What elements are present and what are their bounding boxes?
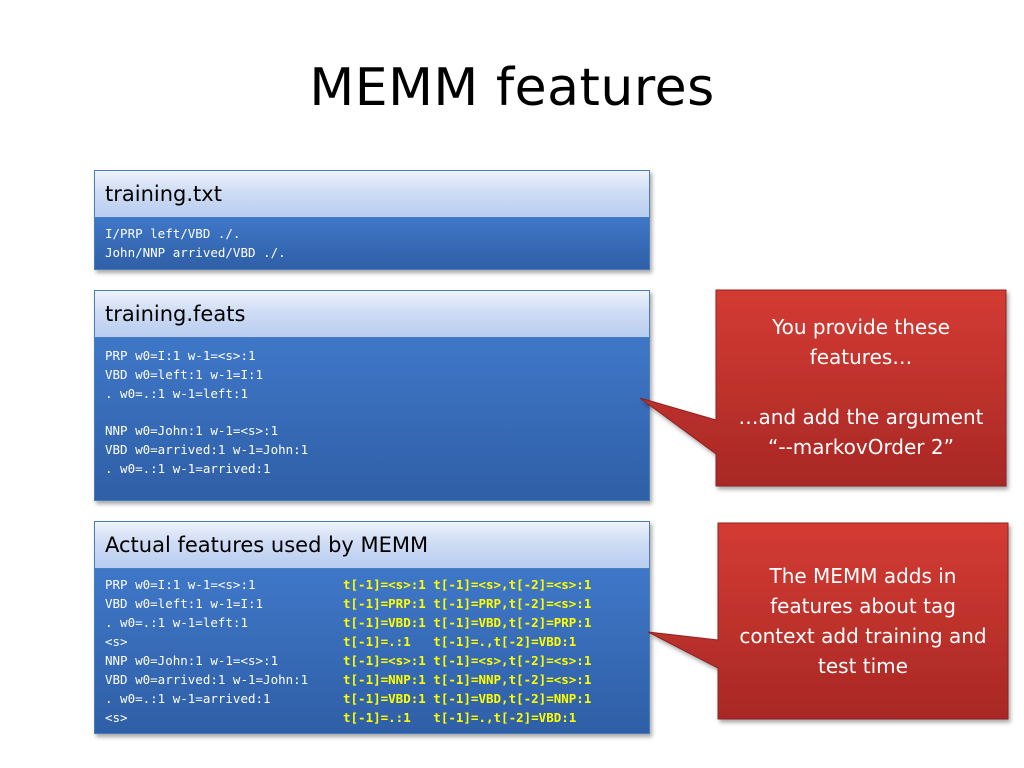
feature-row-base: . w0=.:1 w-1=arrived:1 [105,691,271,706]
feature-row: VBD w0=left:1 w-1=I:1 t[-1]=PRP:1 t[-1]=P… [105,594,639,613]
slide-title: MEMM features [309,58,715,118]
feature-row: <s> t[-1]=.:1 t[-1]=.,t[-2]=VBD:1 [105,632,639,651]
feature-row-base: VBD w0=arrived:1 w-1=John:1 [105,672,309,687]
callout-1-shape [639,289,1007,487]
callout-2-shape [647,522,1009,720]
callout-2-line: The MEMM adds in [769,564,957,588]
feature-row-tag-context: t[-1]=NNP:1 t[-1]=NNP,t[-2]=<s>:1 [343,672,592,687]
feature-row: <s> t[-1]=.:1 t[-1]=.,t[-2]=VBD:1 [105,708,639,727]
training-feats-line: PRP w0=I:1 w-1=<s>:1 [105,348,256,363]
actual-features-box: Actual features used by MEMM PRP w0=I:1 … [94,521,650,734]
training-feats-line: NNP w0=John:1 w-1=<s>:1 [105,423,279,438]
actual-features-header: Actual features used by MEMM [95,522,649,569]
training-feats-line: . w0=.:1 w-1=left:1 [105,386,248,401]
training-feats-line: . w0=.:1 w-1=arrived:1 [105,461,271,476]
callout-2-line: test time [818,654,908,678]
callout-2-line: context add training and [739,624,987,648]
training-feats-body: PRP w0=I:1 w-1=<s>:1 VBD w0=left:1 w-1=I… [95,338,649,500]
callout-1-line: …and add the argument [738,405,984,429]
feature-row-tag-context: t[-1]=VBD:1 t[-1]=VBD,t[-2]=PRP:1 [343,615,592,630]
feature-row-tag-context: t[-1]=VBD:1 t[-1]=VBD,t[-2]=NNP:1 [343,691,592,706]
feature-row-tag-context: t[-1]=<s>:1 t[-1]=<s>,t[-2]=<s>:1 [343,577,592,592]
feature-row-tag-context: t[-1]=.:1 t[-1]=.,t[-2]=VBD:1 [343,710,577,725]
training-feats-line: VBD w0=arrived:1 w-1=John:1 [105,442,309,457]
feature-row: VBD w0=arrived:1 w-1=John:1 t[-1]=NNP:1 t… [105,670,639,689]
feature-row-base: NNP w0=John:1 w-1=<s>:1 [105,653,279,668]
actual-features-body: PRP w0=I:1 w-1=<s>:1 t[-1]=<s>:1 t[-1]=<s… [95,569,649,733]
feature-row: . w0=.:1 w-1=left:1 t[-1]=VBD:1 t[-1]=VBD… [105,613,639,632]
feature-row-base: PRP w0=I:1 w-1=<s>:1 [105,577,256,592]
feature-row-tag-context: t[-1]=.:1 t[-1]=.,t[-2]=VBD:1 [343,634,577,649]
callout-2-line: features about tag [770,594,956,618]
training-txt-header: training.txt [95,171,649,218]
training-txt-line: I/PRP left/VBD ./. [105,226,241,241]
training-feats-header: training.feats [95,291,649,338]
callout-1-line: “--markovOrder 2” [768,435,954,459]
feature-row: NNP w0=John:1 w-1=<s>:1 t[-1]=<s>:1 t[-1]… [105,651,639,670]
feature-row-tag-context: t[-1]=PRP:1 t[-1]=PRP,t[-2]=<s>:1 [343,596,592,611]
feature-row-base: <s> [105,634,128,649]
training-txt-box: training.txt I/PRP left/VBD ./. John/NNP… [94,170,650,270]
feature-row-tag-context: t[-1]=<s>:1 t[-1]=<s>,t[-2]=<s>:1 [343,653,592,668]
training-feats-line: VBD w0=left:1 w-1=I:1 [105,367,264,382]
feature-row: . w0=.:1 w-1=arrived:1 t[-1]=VBD:1 t[-1]=… [105,689,639,708]
training-txt-body: I/PRP left/VBD ./. John/NNP arrived/VBD … [95,218,649,269]
callout-1-line: features… [809,345,913,369]
callout-2-text: The MEMM adds in features about tag cont… [718,561,1008,681]
feature-row-base: . w0=.:1 w-1=left:1 [105,615,248,630]
training-txt-line: John/NNP arrived/VBD ./. [105,245,286,260]
callout-1-line: You provide these [772,315,950,339]
feature-row: PRP w0=I:1 w-1=<s>:1 t[-1]=<s>:1 t[-1]=<s… [105,575,639,594]
training-feats-box: training.feats PRP w0=I:1 w-1=<s>:1 VBD … [94,290,650,501]
feature-row-base: <s> [105,710,128,725]
feature-row-base: VBD w0=left:1 w-1=I:1 [105,596,264,611]
callout-1-text: You provide these features… …and add the… [716,312,1006,462]
